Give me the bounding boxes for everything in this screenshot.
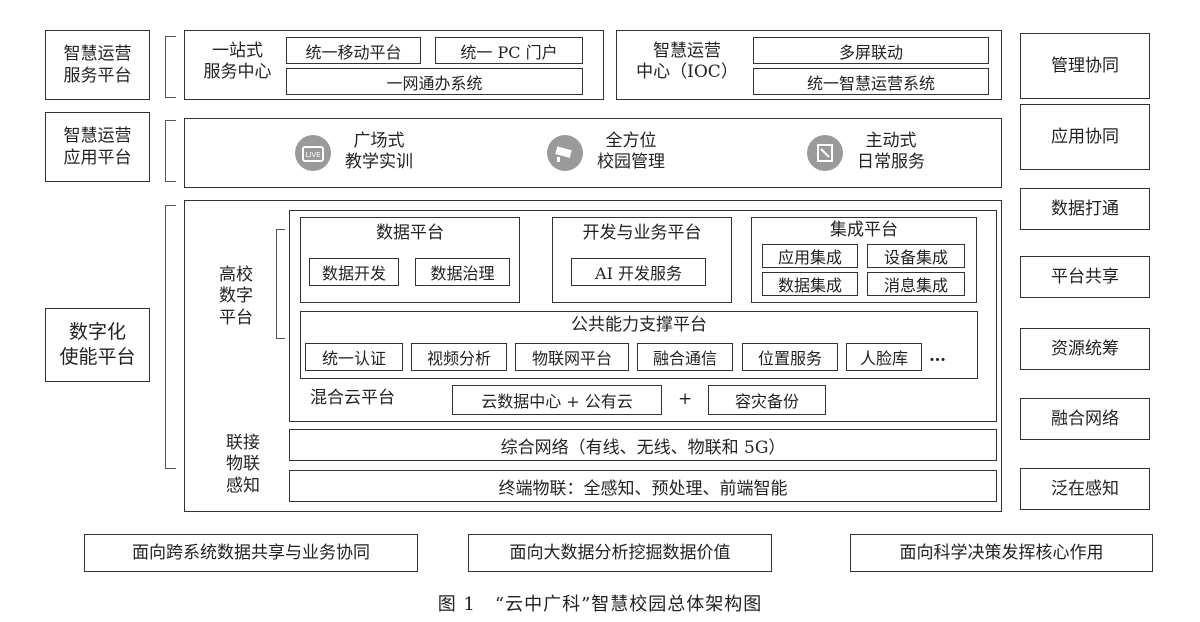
campus-platform-box: 数据平台 数据开发 数据治理 开发与业务平台 AI 开发服务 集成平台 应用集成… (289, 210, 997, 422)
data-dev: 数据开发 (309, 258, 399, 286)
multiscreen: 多屏联动 (753, 37, 989, 64)
right-management: 管理协同 (1020, 33, 1150, 99)
data-governance: 数据治理 (415, 258, 510, 286)
service-platform-label: 智慧运营 服务平台 (45, 30, 150, 100)
data-platform: 数据平台 数据开发 数据治理 (300, 217, 520, 303)
integration-title: 集成平台 (830, 220, 898, 240)
terminal-iot: 终端物联：全感知、预处理、前端智能 (289, 470, 997, 502)
right-sensing: 泛在感知 (1020, 468, 1150, 510)
app-daily-service: 主动式 日常服务 (857, 131, 925, 173)
right-data: 数据打通 (1020, 188, 1150, 230)
integrated-network: 综合网络（有线、无线、物联和 5G） (289, 429, 997, 461)
plus-sign: + (678, 389, 693, 409)
dev-platform: 开发与业务平台 AI 开发服务 (552, 217, 732, 303)
brace-digital (165, 205, 176, 469)
live-tv-icon: LIVE (295, 135, 331, 171)
app-campus-management: 全方位 校园管理 (597, 131, 665, 173)
location-service: 位置服务 (742, 343, 838, 371)
brace-campus (276, 229, 285, 339)
data-platform-title: 数据平台 (376, 223, 444, 243)
public-title: 公共能力支撑平台 (571, 315, 707, 335)
disaster-backup: 容灾备份 (708, 385, 826, 415)
digital-platform-label: 数字化 使能平台 (45, 308, 150, 382)
device-integration: 设备集成 (867, 244, 965, 268)
pc-portal: 统一 PC 门户 (435, 37, 583, 64)
app-teaching: 广场式 教学实训 (345, 131, 413, 173)
brace-application (165, 120, 176, 182)
right-resources: 资源统筹 (1020, 328, 1150, 370)
right-network: 融合网络 (1020, 398, 1150, 440)
integration-platform: 集成平台 应用集成 设备集成 数据集成 消息集成 (751, 217, 977, 303)
bottom-cross-system: 面向跨系统数据共享与业务协同 (84, 534, 418, 572)
app-integration: 应用集成 (762, 244, 858, 268)
iot-platform: 物联网平台 (515, 343, 629, 371)
ioc-label: 智慧运营 中心（IOC） (636, 41, 738, 83)
ai-dev-service: AI 开发服务 (571, 258, 706, 286)
unified-comm: 融合通信 (637, 343, 733, 371)
iot-sensing-label: 联接 物联 感知 (226, 433, 260, 496)
application-platform-label: 智慧运营 应用平台 (45, 112, 150, 182)
cctv-camera-icon (547, 135, 583, 171)
data-integration: 数据集成 (762, 272, 858, 296)
ioc-panel: 智慧运营 中心（IOC） 多屏联动 统一智慧运营系统 (616, 30, 1002, 100)
one-stop-label: 一站式 服务中心 (203, 41, 272, 83)
public-capability-platform: 公共能力支撑平台 统一认证 视频分析 物联网平台 融合通信 位置服务 人脸库 … (300, 311, 978, 379)
brace-service (165, 36, 176, 98)
application-panel: LIVE 广场式 教学实训 全方位 校园管理 主动式 日常服务 (184, 118, 1002, 188)
svg-text:LIVE: LIVE (305, 151, 320, 159)
right-sharing: 平台共享 (1020, 256, 1150, 298)
message-integration: 消息集成 (867, 272, 965, 296)
dev-platform-title: 开发与业务平台 (582, 223, 702, 243)
digital-panel: 高校 数字 平台 数据平台 数据开发 数据治理 开发与业务平台 AI 开发服务 … (184, 200, 1002, 512)
figure-caption: 图 1 “云中广科”智慧校园总体架构图 (437, 594, 763, 615)
ops-system: 统一智慧运营系统 (753, 68, 989, 95)
campus-digital-label: 高校 数字 平台 (219, 265, 253, 328)
hybrid-cloud-label: 混合云平台 (310, 388, 395, 408)
cloud-datacenter: 云数据中心 + 公有云 (452, 385, 662, 415)
unified-auth: 统一认证 (305, 343, 403, 371)
right-application: 应用协同 (1020, 104, 1150, 170)
mobile-platform: 统一移动平台 (286, 37, 421, 64)
face-library: 人脸库 (846, 343, 922, 371)
bottom-big-data: 面向大数据分析挖掘数据价值 (468, 534, 772, 572)
building-service-icon (807, 135, 843, 171)
more-ellipsis: … (929, 346, 946, 366)
bottom-decision: 面向科学决策发挥核心作用 (850, 534, 1153, 572)
video-analysis: 视频分析 (411, 343, 507, 371)
online-system: 一网通办系统 (286, 68, 583, 95)
one-stop-service-panel: 一站式 服务中心 统一移动平台 统一 PC 门户 一网通办系统 (184, 30, 604, 100)
